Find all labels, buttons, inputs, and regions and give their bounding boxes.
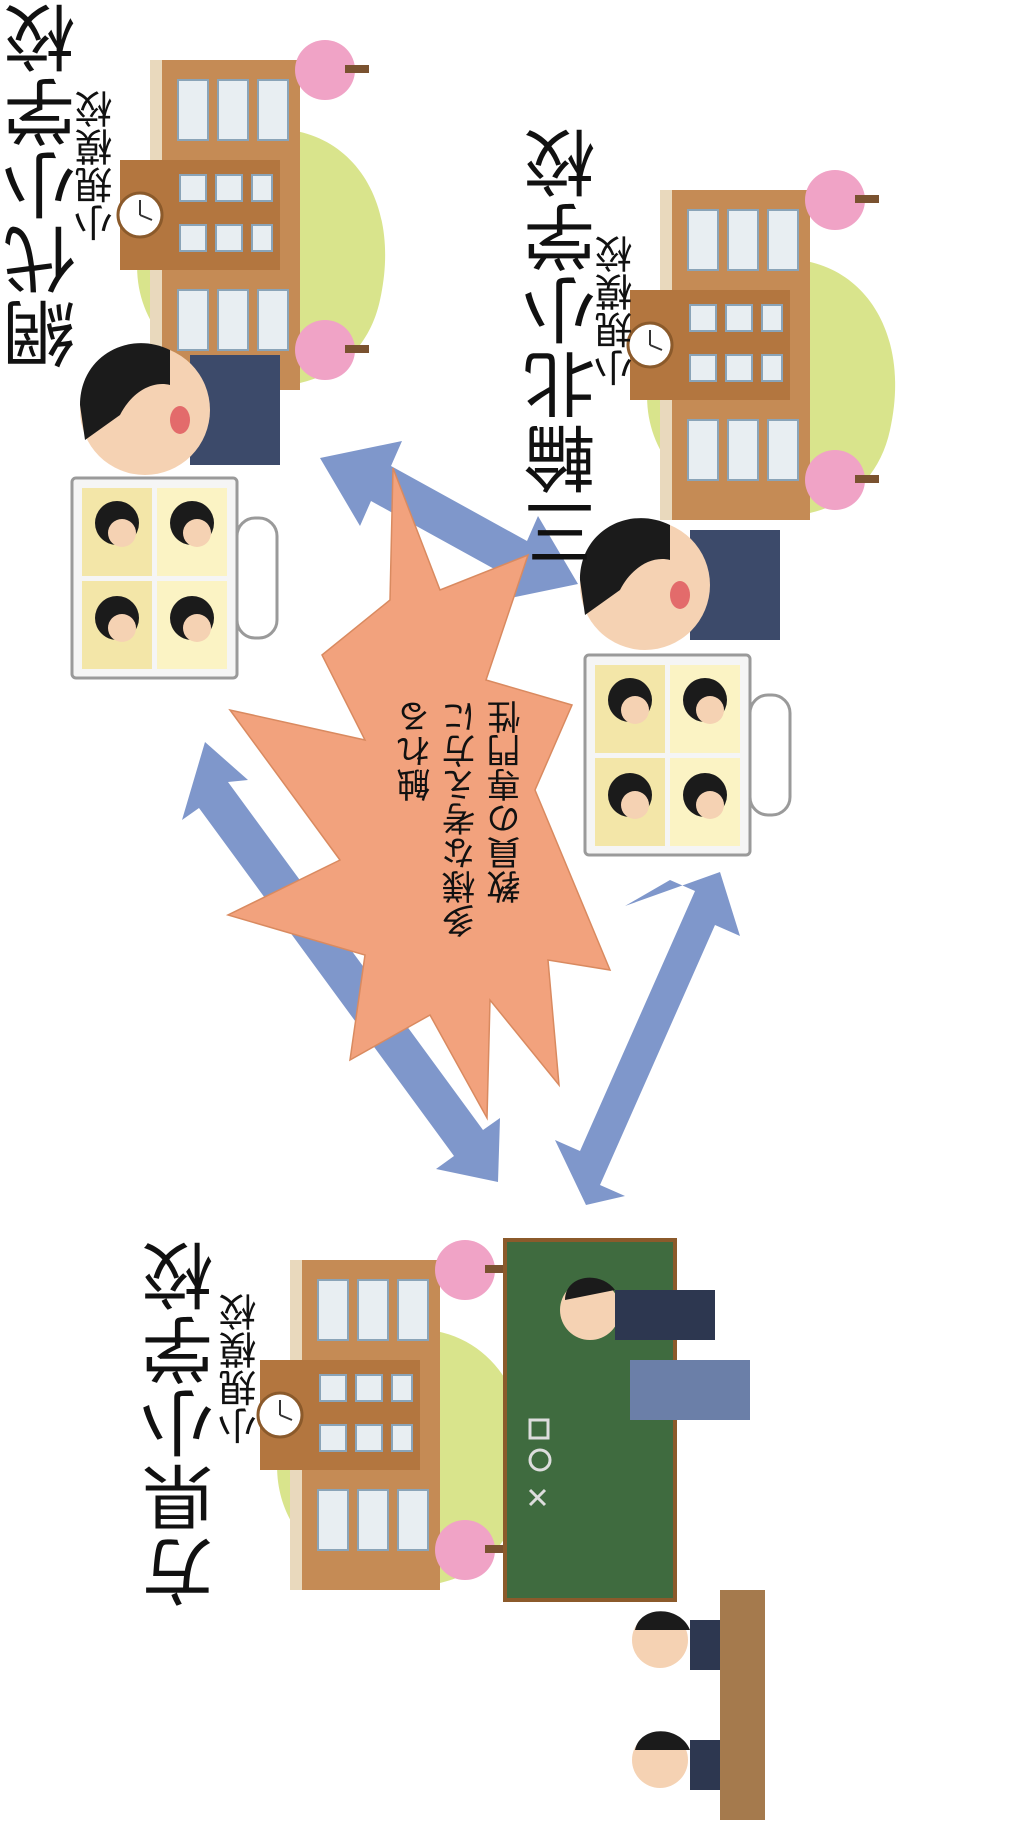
connection-arrow-right — [555, 872, 740, 1205]
teacher-online-icon — [580, 518, 792, 857]
burst-shape — [225, 467, 612, 1121]
teacher-online-icon — [70, 343, 280, 680]
school-building-icon — [626, 168, 897, 522]
center-message-line-2: 多様な考え方に — [442, 700, 482, 938]
school-name-ajiro: 網代小学校 — [4, 0, 88, 370]
center-message-line-1: 教員の専門性 — [487, 700, 527, 904]
connection-arrow-left — [182, 742, 500, 1182]
school-size-ajiro: 小規模校 — [75, 90, 119, 242]
school-building-icon — [256, 1238, 527, 1592]
school-name-miwakita: 三輪北小学校 — [524, 125, 608, 569]
school-size-miwakita: 小規模校 — [595, 235, 639, 387]
school-building-icon — [116, 38, 387, 392]
student-icon — [632, 1590, 765, 1820]
school-size-hougata: 小規模校 — [219, 1293, 263, 1445]
center-message-line-3: 触れる — [397, 700, 437, 802]
classroom-teacher-icon — [503, 1238, 765, 1820]
school-name-hougata: 方県小学校 — [142, 1238, 226, 1608]
